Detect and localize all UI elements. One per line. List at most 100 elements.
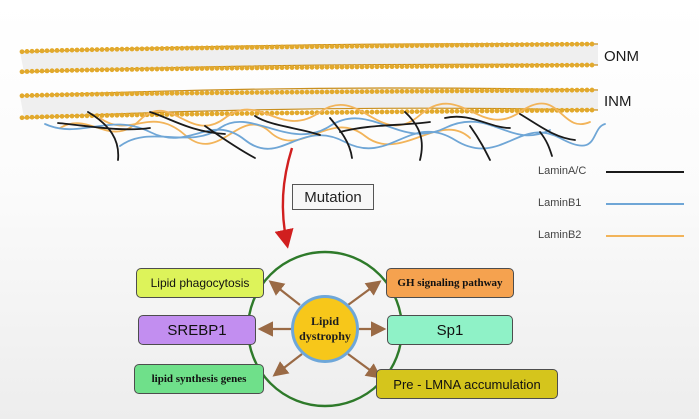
lipid-head	[474, 88, 480, 94]
lipid-head	[339, 89, 345, 95]
lipid-head	[159, 91, 165, 96]
lipid-head	[399, 64, 405, 69]
lipid-head	[399, 109, 405, 115]
lipid-head	[364, 89, 370, 94]
lipid-head	[414, 64, 420, 69]
lipid-head	[504, 88, 510, 93]
lipid-head	[304, 110, 310, 116]
lipid-head	[254, 44, 260, 50]
lipid-head	[324, 44, 330, 49]
lamina-filament	[329, 117, 353, 159]
node-lipid-phagocytosis: Lipid phagocytosis	[136, 268, 264, 298]
laminb2-filament	[99, 117, 471, 146]
lipid-head	[134, 91, 140, 97]
lipid-head	[59, 47, 65, 53]
lipid-head	[274, 89, 280, 95]
lipid-head	[164, 46, 170, 51]
lipid-head	[249, 65, 255, 71]
lipid-head	[19, 69, 25, 75]
lipid-head	[84, 91, 90, 97]
lamina-filament	[339, 121, 431, 133]
lipid-head	[494, 88, 500, 94]
lipid-head	[339, 43, 345, 49]
lipid-head	[379, 43, 385, 49]
lipid-head	[279, 110, 285, 116]
lipid-head	[124, 46, 130, 52]
lipid-head	[569, 107, 575, 113]
lipid-head	[289, 89, 295, 95]
lipid-head	[294, 44, 300, 50]
lipid-head	[34, 48, 40, 54]
lipid-head	[49, 92, 55, 98]
lipid-head	[509, 63, 515, 69]
lipid-head	[154, 91, 160, 96]
lipid-head	[39, 48, 45, 54]
lipid-head	[179, 66, 185, 72]
lamina-filament	[444, 115, 511, 129]
lipid-head	[379, 109, 385, 115]
lipid-head	[69, 92, 75, 97]
lipid-head	[154, 66, 160, 72]
lipid-head	[149, 66, 155, 72]
lipid-head	[459, 108, 465, 114]
lipid-head	[519, 42, 525, 48]
lipid-head	[29, 68, 35, 74]
lipid-head	[44, 114, 50, 120]
lipid-head	[89, 91, 95, 97]
lipid-head	[494, 63, 500, 69]
lamina-filament	[469, 125, 491, 161]
lipid-head	[334, 44, 340, 49]
lipid-head	[399, 43, 405, 49]
lipid-head	[529, 42, 535, 47]
lipid-head	[349, 64, 355, 70]
lipid-head	[139, 91, 145, 97]
lipid-head	[559, 87, 565, 93]
lipid-head	[134, 66, 140, 72]
lipid-head	[69, 67, 75, 73]
lipid-head	[574, 107, 580, 113]
lipid-head	[249, 44, 255, 50]
lipid-head	[419, 43, 425, 48]
lipid-head	[184, 111, 190, 117]
lipid-head	[104, 91, 110, 97]
lipid-head	[29, 114, 35, 120]
lipid-head	[64, 47, 70, 53]
lipid-head	[379, 89, 385, 94]
inner-nuclear-membrane	[19, 87, 599, 121]
lipid-head	[279, 44, 285, 50]
lipid-head	[559, 62, 565, 68]
lipid-head	[364, 43, 370, 49]
lipid-head	[39, 68, 45, 74]
lipid-head	[529, 108, 535, 113]
lipid-head	[119, 91, 125, 97]
lipid-head	[54, 92, 60, 98]
lipid-head	[369, 64, 375, 70]
lipid-head	[539, 42, 545, 47]
lipid-head	[584, 41, 590, 47]
lipid-head	[194, 66, 200, 71]
lipid-head	[479, 88, 485, 94]
lipid-head	[359, 43, 365, 49]
lipid-head	[284, 89, 290, 95]
lipid-dystrophy-node: Lipid dystrophy	[291, 295, 359, 363]
lipid-head	[509, 42, 515, 48]
lipid-head	[464, 63, 470, 69]
lipid-head	[94, 91, 100, 97]
lipid-head	[539, 63, 545, 68]
lipid-head	[269, 89, 275, 95]
lipid-head	[219, 65, 225, 71]
lipid-head	[374, 89, 380, 94]
lipid-head	[19, 115, 25, 121]
lipid-head	[504, 42, 510, 48]
lipid-head	[224, 90, 230, 96]
lipid-head	[169, 46, 175, 51]
lipid-head	[589, 41, 595, 47]
lipid-head	[494, 42, 500, 48]
lipid-head	[119, 46, 125, 52]
lipid-head	[484, 108, 490, 114]
lipid-head	[474, 108, 480, 114]
node-pre-lmna: Pre - LMNA accumulation	[376, 369, 558, 399]
lipid-head	[524, 63, 530, 68]
